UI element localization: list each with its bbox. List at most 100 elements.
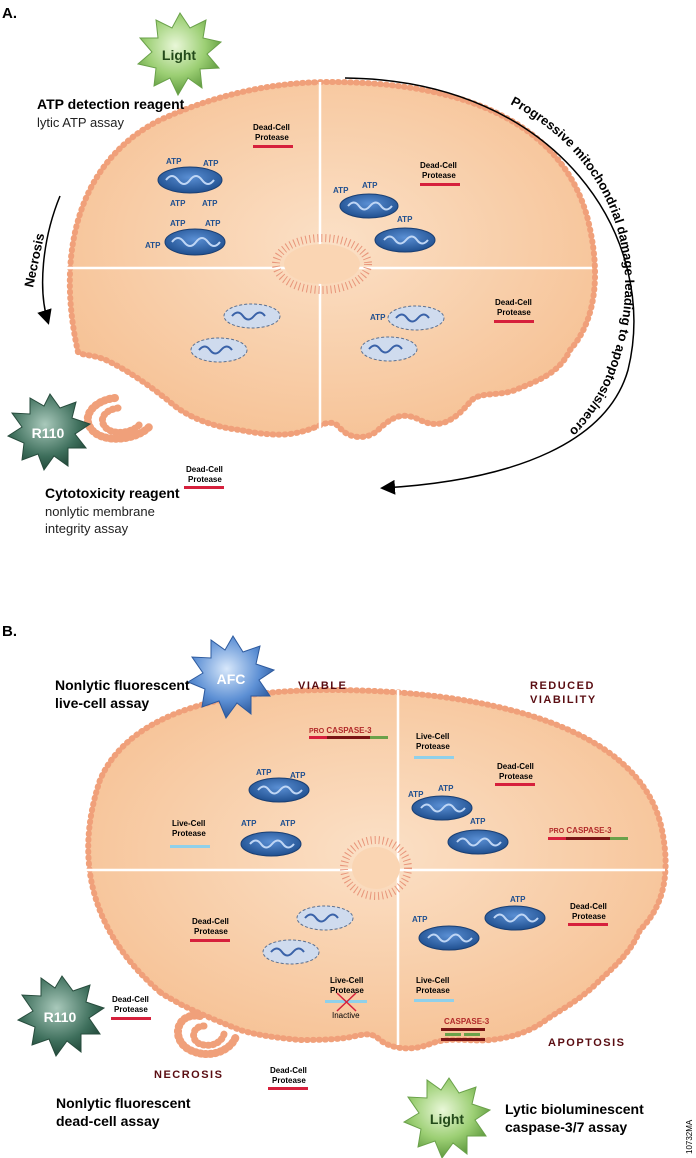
dead-cell-protease: Dead-Cell Protease <box>190 917 230 942</box>
svg-text:Light: Light <box>162 47 197 63</box>
necrosis-zone-label: NECROSIS <box>154 1069 223 1081</box>
svg-text:Dead-Cell: Dead-Cell <box>270 1066 307 1075</box>
atp-label: ATP <box>145 241 161 250</box>
mitochondrion <box>418 925 480 951</box>
svg-text:PRO CASPASE-3: PRO CASPASE-3 <box>549 826 612 835</box>
dead-assay-title-1: Nonlytic fluorescent <box>56 1095 191 1111</box>
damaged-mitochondrion <box>387 305 445 331</box>
live-cell-protease: Live-Cell Protease <box>414 732 454 759</box>
svg-text:Dead-Cell: Dead-Cell <box>112 995 149 1004</box>
atp-label: ATP <box>280 819 296 828</box>
atp-label: ATP <box>510 895 526 904</box>
dead-assay-title-2: dead-cell assay <box>56 1113 160 1129</box>
panel-a-label: A. <box>2 5 17 22</box>
svg-text:Protease: Protease <box>114 1005 148 1014</box>
viable-label: VIABLE <box>298 680 347 692</box>
svg-text:Protease: Protease <box>497 308 531 317</box>
apoptosis-label: APOPTOSIS <box>548 1037 625 1049</box>
svg-text:Live-Cell: Live-Cell <box>416 732 449 741</box>
atp-label: ATP <box>438 784 454 793</box>
dead-cell-protease: Dead-Cell Protease <box>268 1066 308 1090</box>
live-cell-protease: Live-Cell Protease <box>414 976 454 1002</box>
damaged-mitochondrion <box>360 336 418 362</box>
necrosis-arrow <box>37 195 61 325</box>
svg-text:AFC: AFC <box>217 671 246 687</box>
atp-label: ATP <box>370 313 386 322</box>
mitochondrion <box>411 795 473 821</box>
live-assay-title-2: live-cell assay <box>55 695 149 711</box>
r110-burst: R110 <box>6 393 92 472</box>
light-burst: Light <box>136 12 223 97</box>
svg-text:Protease: Protease <box>422 171 456 180</box>
dead-cell-protease: Dead-Cell Protease <box>568 902 608 926</box>
caspase-3: CASPASE-3 <box>441 1017 490 1041</box>
svg-text:Dead-Cell: Dead-Cell <box>192 917 229 926</box>
panel-b-label: B. <box>2 623 17 640</box>
cyto-reagent-title: Cytotoxicity reagent <box>45 485 180 501</box>
atp-label: ATP <box>256 768 272 777</box>
dead-cell-protease: Dead-Cell Protease <box>495 762 535 786</box>
svg-text:Protease: Protease <box>255 133 289 142</box>
svg-text:CASPASE-3: CASPASE-3 <box>444 1017 490 1026</box>
atp-label: ATP <box>397 215 413 224</box>
svg-text:Live-Cell: Live-Cell <box>416 976 449 985</box>
reduced-label-2: VIABILITY <box>530 694 597 706</box>
atp-reagent-sub: lytic ATP assay <box>37 115 124 130</box>
dead-cell-protease: Dead-Cell Protease <box>494 298 534 323</box>
svg-text:Protease: Protease <box>572 912 606 921</box>
mitochondrion <box>240 831 302 857</box>
mitochondrion <box>157 166 223 194</box>
svg-text:Protease: Protease <box>272 1076 306 1085</box>
cell-a <box>55 78 598 443</box>
atp-label: ATP <box>408 790 424 799</box>
svg-text:Light: Light <box>430 1111 465 1127</box>
svg-text:Live-Cell: Live-Cell <box>330 976 363 985</box>
atp-label: ATP <box>203 159 219 168</box>
cyto-reagent-sub2: integrity assay <box>45 521 129 536</box>
nucleus <box>272 234 372 294</box>
reduced-label-1: REDUCED <box>530 680 595 692</box>
live-cell-protease: Live-Cell Protease <box>170 819 210 848</box>
inactive-live-cell-protease: Live-Cell Protease Inactive <box>325 976 367 1020</box>
atp-label: ATP <box>333 186 349 195</box>
pro-caspase-3: PRO CASPASE-3 <box>309 726 388 739</box>
svg-text:Protease: Protease <box>416 742 450 751</box>
damaged-mitochondrion <box>223 303 281 329</box>
figure-id: 10732MA <box>685 1119 694 1154</box>
mitochondrion <box>248 777 310 803</box>
dead-cell-protease: Dead-Cell Protease <box>253 123 293 148</box>
svg-text:Protease: Protease <box>499 772 533 781</box>
live-assay-title-1: Nonlytic fluorescent <box>55 677 190 693</box>
pro-caspase-3: PRO CASPASE-3 <box>548 826 628 840</box>
svg-text:Protease: Protease <box>188 475 222 484</box>
atp-label: ATP <box>166 157 182 166</box>
r110-burst: R110 <box>16 975 106 1058</box>
svg-text:Protease: Protease <box>172 829 206 838</box>
atp-label: ATP <box>290 771 306 780</box>
svg-text:R110: R110 <box>44 1009 77 1025</box>
svg-text:PRO CASPASE-3: PRO CASPASE-3 <box>309 726 372 735</box>
svg-text:Dead-Cell: Dead-Cell <box>253 123 290 132</box>
cyto-reagent-sub1: nonlytic membrane <box>45 504 155 519</box>
svg-text:Live-Cell: Live-Cell <box>172 819 205 828</box>
atp-label: ATP <box>412 915 428 924</box>
atp-reagent-title: ATP detection reagent <box>37 96 185 112</box>
afc-burst: AFC <box>186 635 276 720</box>
svg-text:Dead-Cell: Dead-Cell <box>570 902 607 911</box>
damaged-mitochondrion <box>190 337 248 363</box>
svg-text:R110: R110 <box>32 425 65 441</box>
dead-cell-protease: Dead-Cell Protease <box>111 995 151 1020</box>
light-burst: Light <box>402 1077 492 1158</box>
damaged-mitochondrion <box>262 939 320 965</box>
atp-label: ATP <box>170 219 186 228</box>
caspase-assay-title-1: Lytic bioluminescent <box>505 1101 644 1117</box>
svg-text:Protease: Protease <box>330 986 364 995</box>
progressive-arrow <box>344 77 635 495</box>
damaged-mitochondrion <box>296 905 354 931</box>
atp-label: ATP <box>205 219 221 228</box>
dead-cell-protease: Dead-Cell Protease <box>184 465 224 489</box>
svg-text:Protease: Protease <box>194 927 228 936</box>
atp-label: ATP <box>362 181 378 190</box>
dead-cell-protease: Dead-Cell Protease <box>420 161 460 186</box>
